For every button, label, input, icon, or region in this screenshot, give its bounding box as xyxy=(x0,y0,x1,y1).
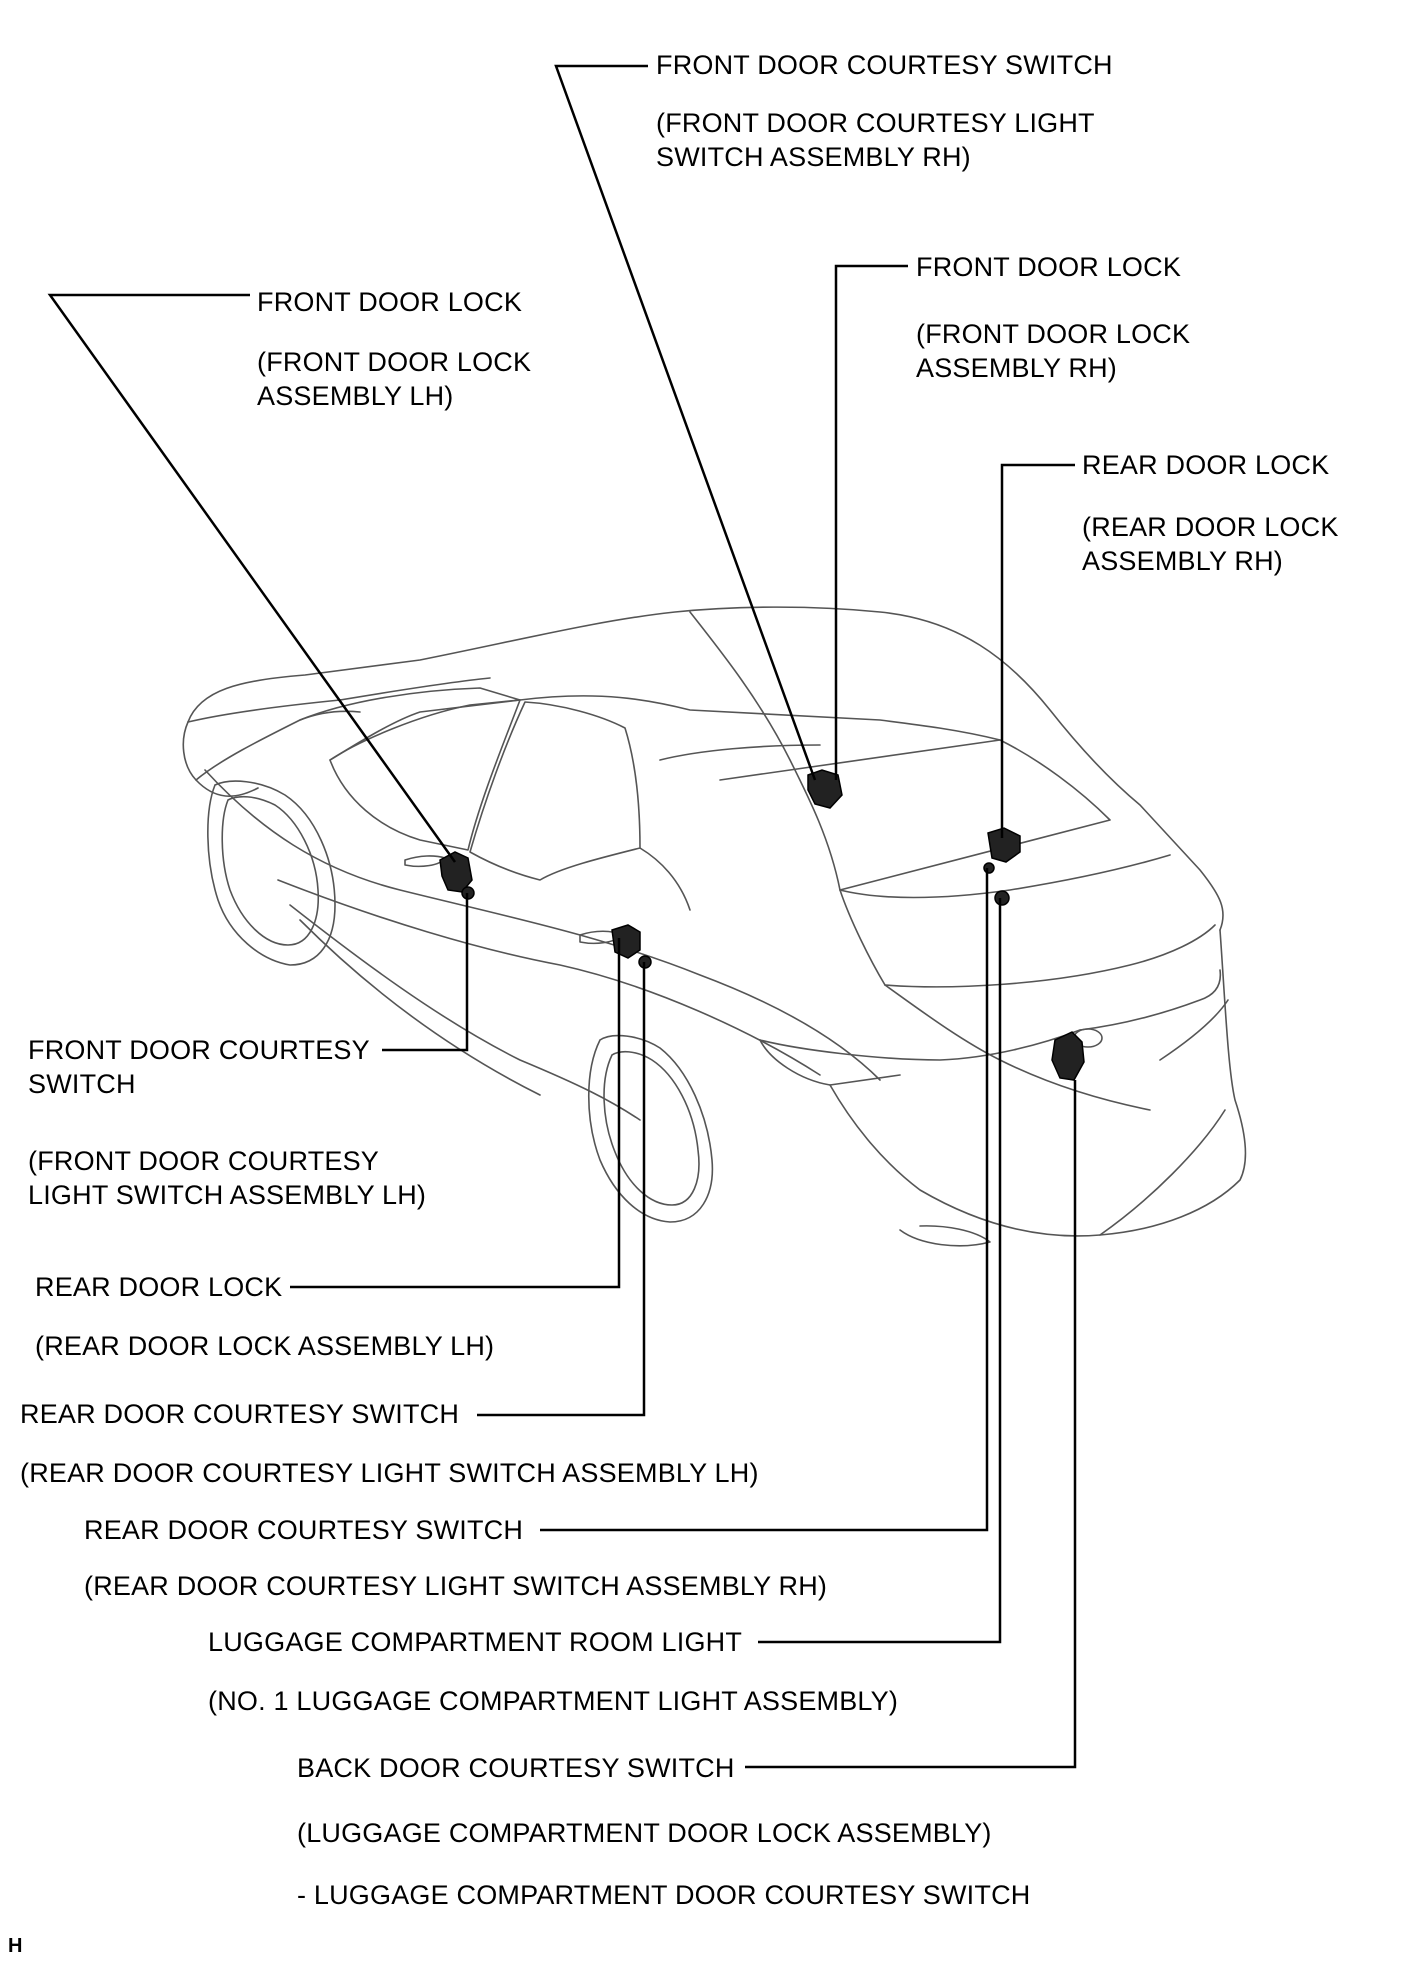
part-line-2: ASSEMBLY LH) xyxy=(257,381,454,411)
label-name: FRONT DOOR LOCK xyxy=(257,287,523,317)
label-front-door-lock-lh: FRONT DOOR LOCK xyxy=(257,285,522,319)
label-rear-door-lock-lh: REAR DOOR LOCK xyxy=(35,1272,283,1302)
label-rear-door-courtesy-lh-part: (REAR DOOR COURTESY LIGHT SWITCH ASSEMBL… xyxy=(20,1458,759,1488)
part-line-1: (REAR DOOR LOCK xyxy=(1082,512,1339,542)
label-rear-door-lock-rh-part: (REAR DOOR LOCK ASSEMBLY RH) xyxy=(1082,510,1339,578)
label-front-door-lock-lh-part: (FRONT DOOR LOCK ASSEMBLY LH) xyxy=(257,345,531,413)
leader-rear-door-courtesy-lh xyxy=(477,962,646,1417)
leader-lines xyxy=(47,64,1077,1769)
name-line-1: FRONT DOOR COURTESY xyxy=(28,1035,370,1065)
back-door-courtesy-switch-part xyxy=(1051,1031,1085,1081)
label-front-door-courtesy-lh-part: (FRONT DOOR COURTESY LIGHT SWITCH ASSEMB… xyxy=(28,1144,426,1212)
label-front-door-courtesy-rh-part: (FRONT DOOR COURTESY LIGHT SWITCH ASSEMB… xyxy=(656,106,1095,174)
part-line-2: SWITCH ASSEMBLY RH) xyxy=(656,142,971,172)
front-door-lock-lh-part xyxy=(439,851,473,893)
part-line-1: (FRONT DOOR LOCK xyxy=(916,319,1191,349)
rear-door-lock-rh-part xyxy=(987,827,1021,863)
part-line-2: ASSEMBLY RH) xyxy=(1082,546,1283,576)
leader-front-door-courtesy-lh xyxy=(382,893,469,1052)
part-line-2: ASSEMBLY RH) xyxy=(916,353,1117,383)
part-line-1: (FRONT DOOR LOCK xyxy=(257,347,532,377)
leader-luggage-room-light xyxy=(758,898,1002,1644)
component-parts xyxy=(439,769,1085,1081)
part-line-2: LIGHT SWITCH ASSEMBLY LH) xyxy=(28,1180,427,1210)
label-rear-door-courtesy-switch-rh: REAR DOOR COURTESY SWITCH xyxy=(84,1515,524,1545)
leader-rear-door-courtesy-rh xyxy=(540,868,989,1532)
rear-door-lock-lh-part xyxy=(611,924,641,959)
label-luggage-light-part: (NO. 1 LUGGAGE COMPARTMENT LIGHT ASSEMBL… xyxy=(208,1686,899,1716)
name-line-2: SWITCH xyxy=(28,1069,136,1099)
rear-door-courtesy-switch-rh-part xyxy=(983,862,995,874)
label-front-door-lock-rh-part: (FRONT DOOR LOCK ASSEMBLY RH) xyxy=(916,317,1190,385)
vehicle-outline xyxy=(182,606,1247,1247)
figure-code: H xyxy=(8,1935,23,1957)
label-front-door-lock-rh: FRONT DOOR LOCK xyxy=(916,250,1181,284)
leader-front-door-courtesy-rh xyxy=(554,64,817,781)
leader-front-door-lock-rh xyxy=(834,264,908,780)
label-back-door-courtesy-switch: BACK DOOR COURTESY SWITCH xyxy=(297,1753,735,1783)
label-back-door-courtesy-part: (LUGGAGE COMPARTMENT DOOR LOCK ASSEMBLY) xyxy=(297,1818,992,1848)
leader-rear-door-lock-lh xyxy=(290,938,621,1289)
leader-rear-door-lock-rh xyxy=(1000,463,1075,838)
label-luggage-compartment-room-light: LUGGAGE COMPARTMENT ROOM LIGHT xyxy=(208,1627,743,1657)
leader-back-door-courtesy xyxy=(745,1080,1077,1769)
label-rear-door-lock-rh: REAR DOOR LOCK xyxy=(1082,448,1329,482)
label-name: FRONT DOOR COURTESY SWITCH xyxy=(656,50,1113,80)
label-front-door-courtesy-switch-rh: FRONT DOOR COURTESY SWITCH xyxy=(656,48,1113,82)
label-rear-door-lock-lh-part: (REAR DOOR LOCK ASSEMBLY LH) xyxy=(35,1331,495,1361)
label-rear-door-courtesy-switch-lh: REAR DOOR COURTESY SWITCH xyxy=(20,1399,460,1429)
front-door-courtesy-switch-rh-part xyxy=(807,769,843,809)
label-rear-door-courtesy-rh-part: (REAR DOOR COURTESY LIGHT SWITCH ASSEMBL… xyxy=(84,1571,828,1601)
label-name: FRONT DOOR LOCK xyxy=(916,252,1182,282)
label-name: REAR DOOR LOCK xyxy=(1082,450,1330,480)
label-front-door-courtesy-switch-lh: FRONT DOOR COURTESY SWITCH xyxy=(28,1033,370,1101)
part-line-1: (FRONT DOOR COURTESY xyxy=(28,1146,380,1176)
luggage-compartment-room-light-part xyxy=(994,890,1010,906)
leader-front-door-lock-lh xyxy=(47,293,457,863)
label-back-door-courtesy-sub: - LUGGAGE COMPARTMENT DOOR COURTESY SWIT… xyxy=(297,1880,1031,1910)
part-line-1: (FRONT DOOR COURTESY LIGHT xyxy=(656,108,1095,138)
